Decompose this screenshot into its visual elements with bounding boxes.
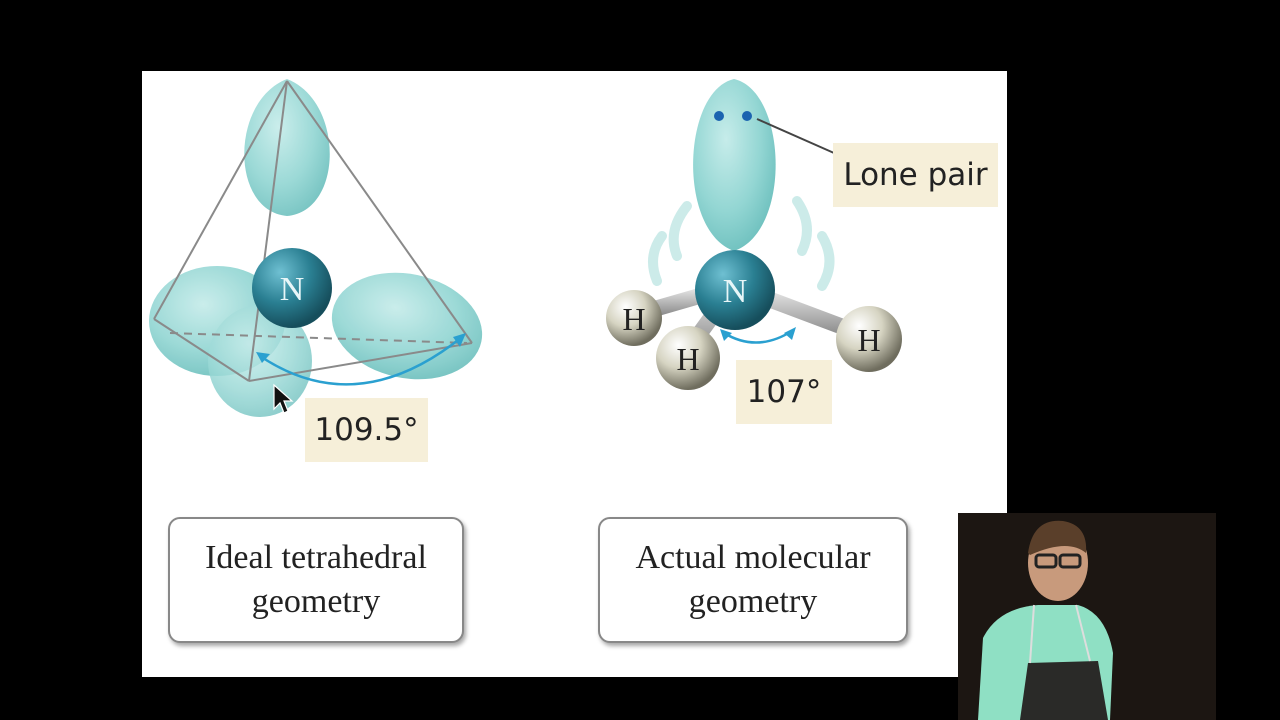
caption-line: Actual molecular [635, 539, 871, 576]
svg-text:H: H [676, 341, 699, 377]
caption-line: Ideal tetrahedral [205, 539, 427, 576]
caption-actual-geometry: Actual molecular geometry [598, 517, 908, 643]
lone-pair-label: Lone pair [833, 143, 998, 207]
presenter-webcam [958, 513, 1216, 720]
tetrahedral-orbital-diagram: N H N H H [149, 79, 902, 417]
svg-text:N: N [280, 271, 305, 308]
hydrogen-atom [656, 326, 720, 390]
caption-line: geometry [688, 583, 818, 620]
nitrogen-atom [252, 248, 332, 328]
caption-line: geometry [251, 583, 381, 620]
lone-pair-leader-line [756, 118, 835, 154]
electron-dot [742, 111, 752, 121]
presenter-figure [958, 513, 1216, 720]
nitrogen-atom [695, 250, 775, 330]
hydrogen-atom [836, 306, 902, 372]
svg-text:H: H [857, 322, 880, 358]
slide: N H N H H [142, 71, 1007, 677]
bond-angle-arrow [723, 329, 793, 344]
svg-text:N: N [723, 273, 748, 310]
tetrahedron-edges [153, 80, 473, 382]
mouse-cursor-icon [273, 383, 294, 414]
orbital-lobes [149, 79, 483, 417]
angle-label-actual: 107° [736, 360, 832, 424]
caption-ideal-geometry: Ideal tetrahedral geometry [168, 517, 464, 643]
svg-text:H: H [622, 301, 645, 337]
electron-dot [714, 111, 724, 121]
angle-label-ideal: 109.5° [305, 398, 428, 462]
bond-angle-arrow [259, 336, 463, 386]
hydrogen-atom [606, 290, 662, 346]
lone-pair-orbital [693, 79, 776, 251]
ammonia-molecule: H N H H [606, 79, 902, 390]
